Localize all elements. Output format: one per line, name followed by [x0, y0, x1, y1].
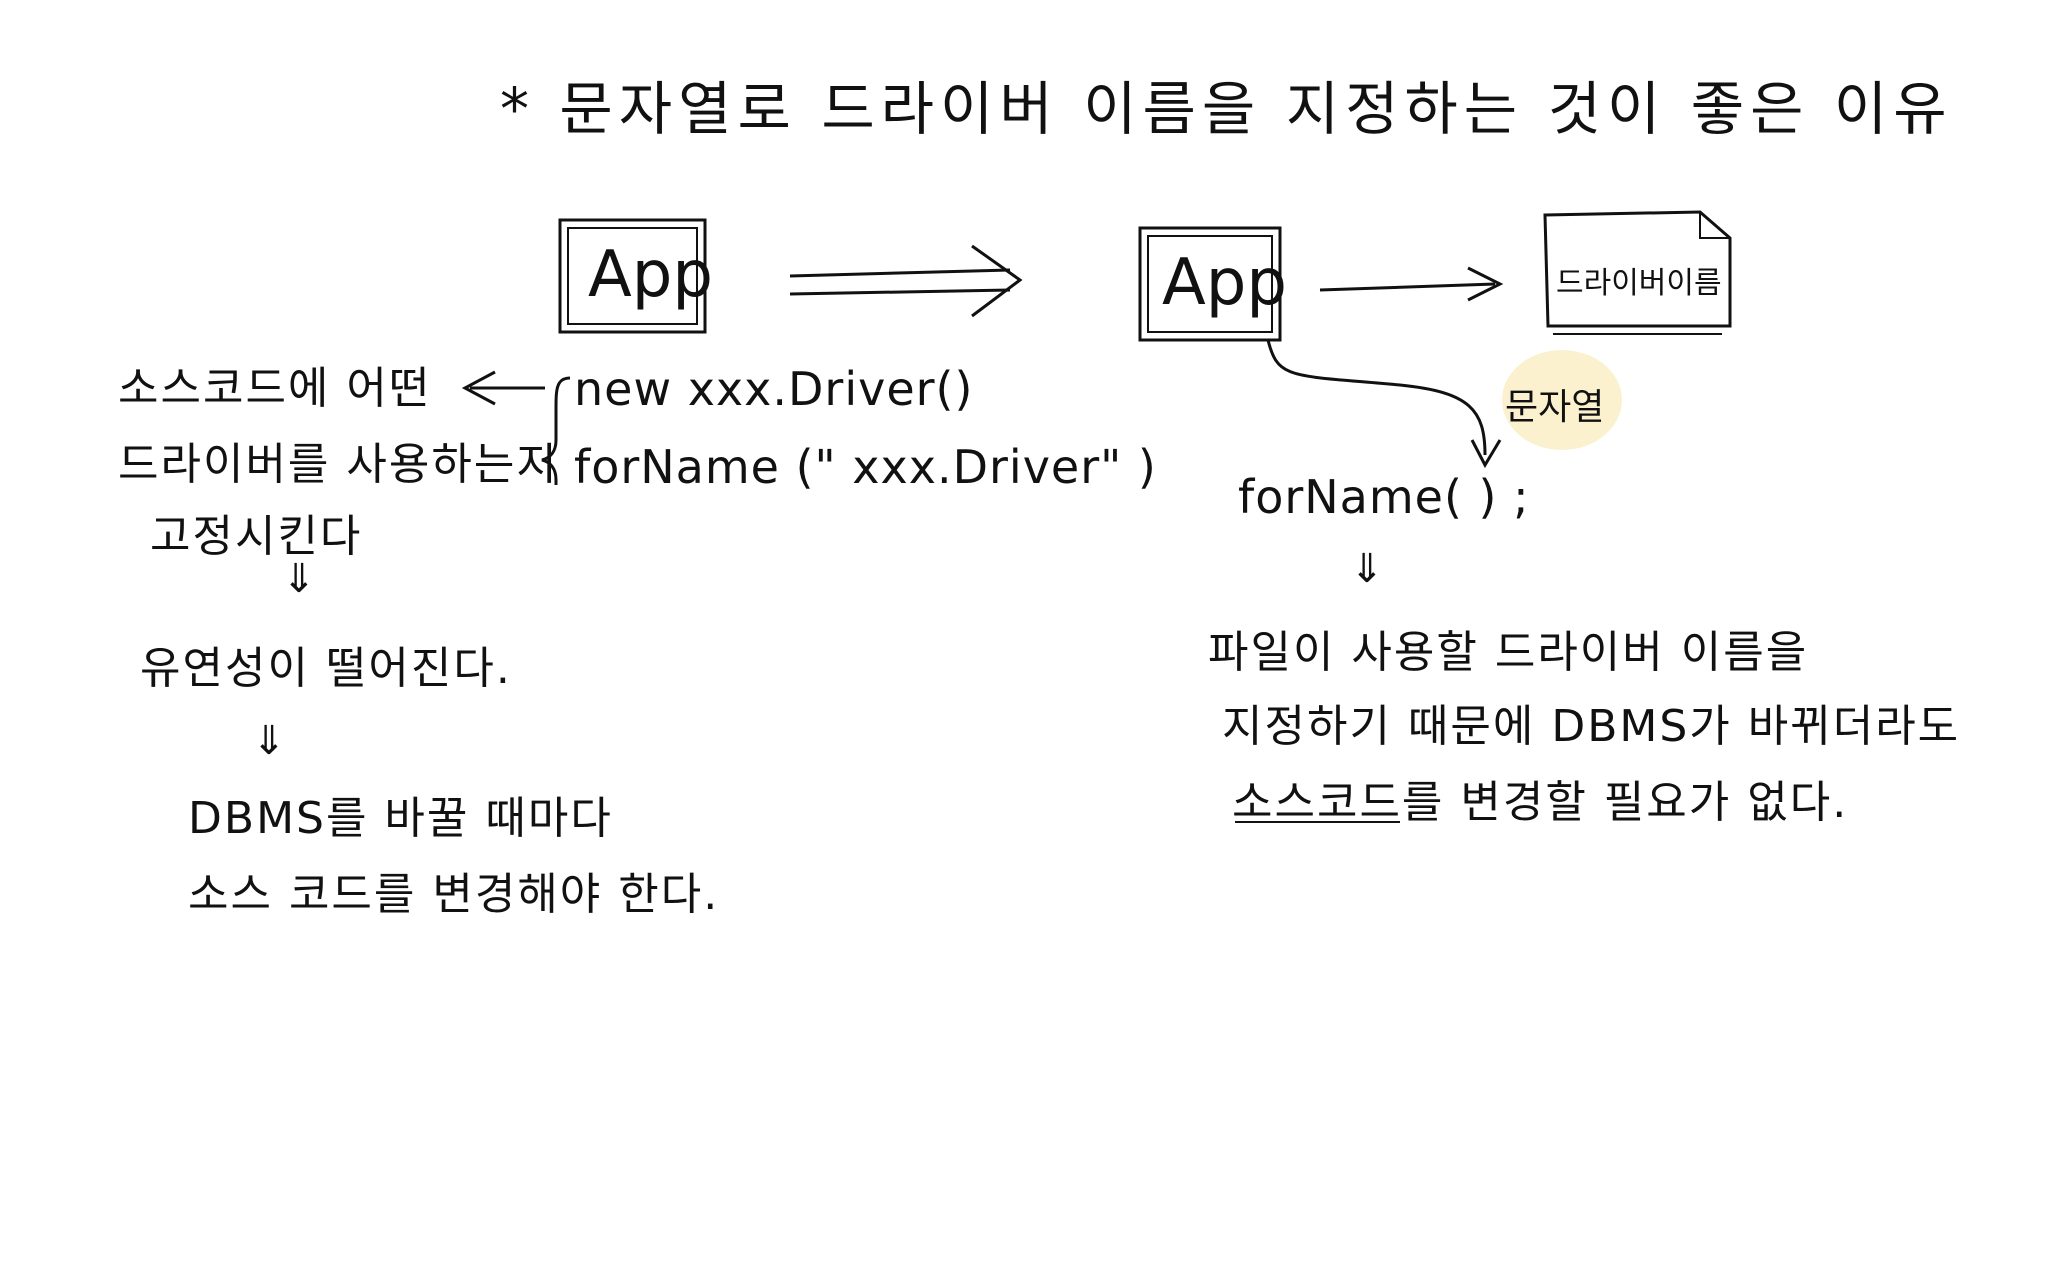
curve-arrow-head: [1470, 439, 1502, 469]
left-note-flexibility: 유연성이 떨어진다.: [140, 643, 512, 694]
left-note-line-3: 고정시킨다: [150, 511, 363, 562]
right-note-line-1: 파일이 사용할 드라이버 이름을: [1208, 627, 1809, 678]
left-note-line-1: 소스코드에 어떤: [118, 363, 432, 414]
file-box: [1543, 210, 1732, 328]
left-note-dbms-2: 소스 코드를 변경해야 한다.: [188, 869, 720, 920]
file-box-fold: [1699, 212, 1730, 239]
file-box-label: 드라이버이름: [1556, 266, 1722, 301]
left-app-box: [558, 218, 707, 334]
left-arrow-head: [461, 370, 496, 406]
code-forname-right: forName( ) ;: [1238, 470, 1530, 524]
arrow-app-to-file-head: [1467, 266, 1504, 302]
right-app-box-inner: [1147, 235, 1273, 333]
page-title: * 문자열로 드라이버 이름을 지정하는 것이 좋은 이유: [500, 75, 1953, 143]
left-note-dbms-1: DBMS를 바꿀 때마다: [188, 793, 613, 844]
left-down-arrow-2: ⇓: [252, 718, 286, 764]
right-note-line-3: 소스코드를 변경할 필요가 없다.: [1232, 777, 1849, 828]
curve-arrow-to-forname: [1266, 339, 1487, 456]
left-app-label: App: [588, 238, 714, 312]
code-new-driver: new xxx.Driver(): [574, 362, 974, 416]
double-arrow-head: [971, 244, 1023, 318]
string-label: 문자열: [1505, 387, 1605, 428]
arrow-app-to-file: [1319, 282, 1496, 292]
code-forname-driver: forName (" xxx.Driver" ): [574, 440, 1157, 494]
left-down-arrow-1: ⇓: [282, 556, 316, 602]
left-app-box-inner: [567, 227, 698, 325]
right-app-box: [1138, 226, 1282, 342]
string-highlight: [1502, 350, 1622, 450]
double-arrow-bottom: [789, 288, 1011, 296]
right-down-arrow: ⇓: [1350, 546, 1384, 592]
double-arrow-top: [789, 268, 1011, 278]
right-note-line-2: 지정하기 때문에 DBMS가 바뀌더라도: [1222, 701, 1961, 752]
right-app-label: App: [1162, 246, 1288, 320]
code-brace: [541, 376, 571, 485]
left-note-line-2: 드라이버를 사용하는지: [118, 439, 559, 490]
